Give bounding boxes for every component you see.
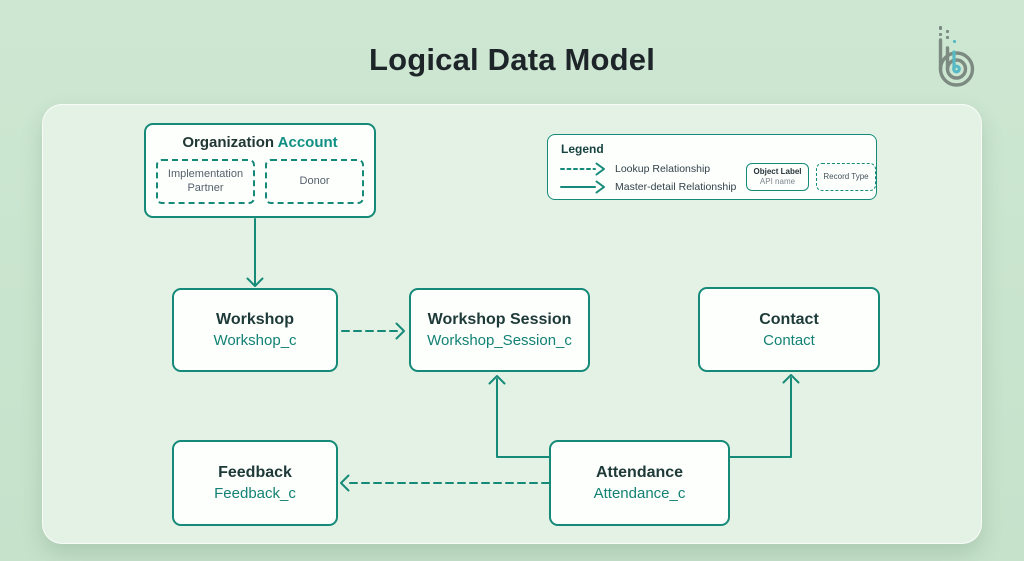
b-logo-icon [938,26,975,87]
master-detail-arrow-icon [560,180,605,194]
legend-record-type-key: Record Type [816,163,876,191]
organization-label: Organization [182,134,275,151]
lookup-arrow-icon [560,162,605,176]
legend-title: Legend [561,142,604,156]
object-label-text: Object Label [753,167,802,177]
entity-api-name: Workshop_c [213,332,297,349]
entity-workshop: Workshop Workshop_c [172,288,338,372]
legend-label-lookup: Lookup Relationship [615,163,711,175]
legend-row-master-detail: Master-detail Relationship [560,180,736,194]
entity-api-name: Attendance_c [593,485,686,502]
entity-label: Attendance [595,464,684,481]
entity-api-name: Feedback_c [214,485,296,502]
api-name-text: API name [759,177,796,186]
account-label: Account [277,134,338,151]
entity-label: Workshop [216,311,294,328]
page-title: Logical Data Model [368,42,656,77]
entity-organization-account: Organization Account Implementation Part… [144,123,376,218]
legend-label-master-detail: Master-detail Relationship [615,181,737,193]
legend-object-label-key: Object Label API name [746,163,809,191]
legend: Legend Lookup Relationship Master-detail… [547,134,877,200]
entity-label: Feedback [218,464,292,481]
organization-account-title: Organization Account [182,134,337,151]
record-type-text: Record Type [823,172,869,182]
legend-row-lookup: Lookup Relationship [560,162,710,176]
entity-workshop-session: Workshop Session Workshop_Session_c [409,288,590,372]
entity-label: Contact [759,310,819,328]
record-types-row: Implementation Partner Donor [156,159,364,204]
entity-attendance: Attendance Attendance_c [549,440,730,526]
entity-contact: Contact Contact [698,287,880,372]
record-type-donor: Donor [265,159,364,204]
brand-logo [924,24,982,94]
record-type-implementation-partner: Implementation Partner [156,159,255,204]
entity-label: Workshop Session [427,311,572,328]
entity-api-name: Contact [763,331,815,349]
entity-api-name: Workshop_Session_c [427,332,572,349]
entity-feedback: Feedback Feedback_c [172,440,338,526]
